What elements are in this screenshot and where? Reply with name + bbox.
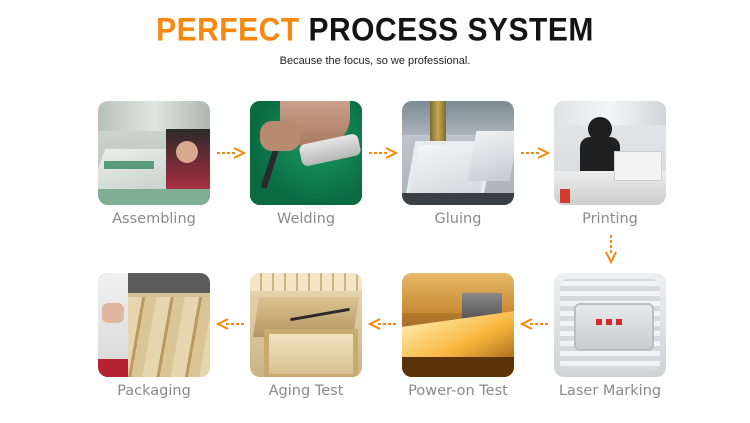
assembling-photo — [98, 101, 210, 205]
step-aging-test: Aging Test — [250, 273, 362, 399]
step-label: Aging Test — [268, 383, 344, 399]
step-printing: Printing — [554, 101, 666, 227]
step-gluing: Gluing — [402, 101, 514, 227]
step-welding: Welding — [250, 101, 362, 227]
power-on-test-photo — [402, 273, 514, 377]
arrow-right-icon — [217, 147, 246, 159]
aging-test-photo — [250, 273, 362, 377]
gluing-photo — [402, 101, 514, 205]
step-assembling: Assembling — [98, 101, 210, 227]
step-label: Gluing — [434, 211, 482, 227]
step-label: Packaging — [117, 383, 191, 399]
step-label: Welding — [276, 211, 336, 227]
packaging-photo — [98, 273, 210, 377]
step-packaging: Packaging — [98, 273, 210, 399]
arrow-down-icon — [605, 235, 617, 264]
welding-photo — [250, 101, 362, 205]
laser-marking-photo — [554, 273, 666, 377]
arrow-left-icon — [520, 318, 549, 330]
step-label: Printing — [582, 211, 638, 227]
step-laser-marking: Laser Marking — [554, 273, 666, 399]
arrow-left-icon — [216, 318, 245, 330]
printing-photo — [554, 101, 666, 205]
arrow-right-icon — [521, 147, 550, 159]
title-main: PROCESS SYSTEM — [308, 12, 594, 49]
arrow-left-icon — [368, 318, 397, 330]
step-label: Laser Marking — [558, 383, 662, 399]
step-power-on-test: Power-on Test — [402, 273, 514, 399]
step-label: Assembling — [112, 211, 196, 227]
step-label: Power-on Test — [408, 383, 508, 399]
title-accent: PERFECT — [156, 12, 300, 49]
page-subtitle: Because the focus, so we professional. — [279, 55, 471, 67]
arrow-right-icon — [369, 147, 398, 159]
page-title: PERFECT PROCESS SYSTEM — [0, 13, 750, 50]
